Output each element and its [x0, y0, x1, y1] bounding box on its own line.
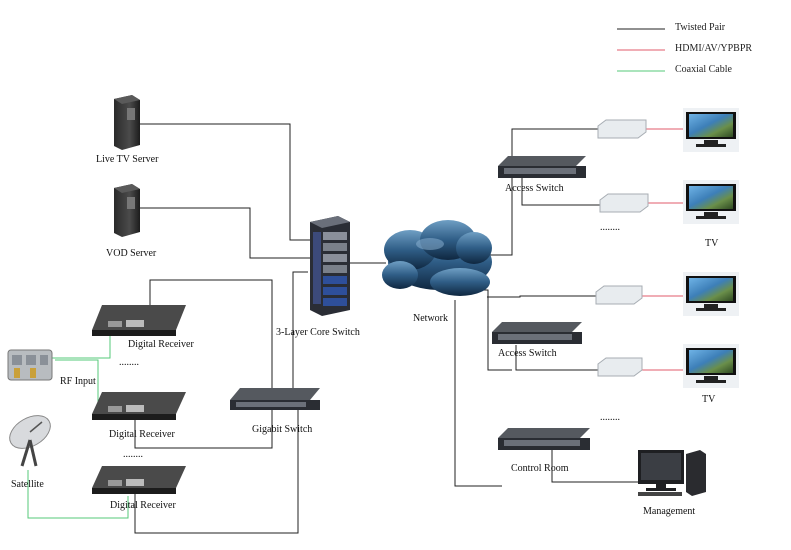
- core-switch-icon: [310, 216, 350, 316]
- management-label: Management: [643, 506, 696, 517]
- tv-4-icon: [683, 344, 739, 388]
- link-access2-to-ont4: [515, 345, 600, 371]
- network-cloud-icon: [382, 220, 492, 296]
- vod-server-label: VOD Server: [106, 248, 157, 259]
- tv-dots-1: ........: [600, 222, 620, 233]
- receiver-dots-2: ........: [123, 449, 143, 460]
- coaxial-links: [27, 336, 129, 519]
- set-top-box-3-icon: [595, 285, 643, 305]
- legend: [617, 28, 665, 72]
- digital-receiver-3-label: Digital Receiver: [110, 500, 176, 511]
- control-room-switch-icon: [498, 428, 590, 450]
- link-vod-to-core: [140, 207, 312, 259]
- receiver-dots-1: ........: [119, 357, 139, 368]
- coax-rf-to-receiver1: [50, 336, 111, 359]
- link-control-to-management: [551, 450, 640, 483]
- link-receiver1-to-core: [149, 279, 273, 449]
- access-switch-2-label: Access Switch: [498, 348, 557, 359]
- legend-twisted-pair-label: Twisted Pair: [675, 22, 726, 33]
- set-top-box-2-icon: [599, 193, 649, 213]
- set-top-box-4-icon: [597, 357, 643, 377]
- access-switch-2-icon: [492, 322, 582, 344]
- digital-receiver-2-label: Digital Receiver: [109, 429, 175, 440]
- link-access2-up: [487, 295, 596, 298]
- digital-receiver-1-label: Digital Receiver: [128, 339, 194, 350]
- live-tv-server-label: Live TV Server: [96, 154, 159, 165]
- set-top-box-1-icon: [597, 119, 647, 139]
- gigabit-switch-icon: [230, 388, 320, 410]
- link-network-to-control: [454, 300, 502, 487]
- link-receiver3-to-gigabit: [134, 410, 299, 534]
- link-network-to-access1: [486, 128, 598, 256]
- satellite-label: Satellite: [11, 479, 44, 490]
- digital-receiver-2-icon: [92, 392, 186, 420]
- tv-dots-2: ........: [600, 412, 620, 423]
- access-switch-1-icon: [498, 156, 586, 178]
- access-switch-1-label: Access Switch: [505, 183, 564, 194]
- tv-label-1: TV: [705, 238, 719, 249]
- tv-1-icon: [683, 108, 739, 152]
- network-label: Network: [413, 313, 448, 324]
- rf-input-label: RF Input: [60, 376, 96, 387]
- coax-rf-to-receiver2: [55, 359, 99, 420]
- live-tv-server-icon: [114, 95, 140, 150]
- core-switch-label: 3-Layer Core Switch: [276, 327, 360, 338]
- link-access1-to-ont2: [521, 178, 600, 206]
- vod-server-icon: [114, 184, 140, 237]
- digital-receiver-1-icon: [92, 305, 186, 336]
- tv-label-2: TV: [702, 394, 716, 405]
- gigabit-switch-label: Gigabit Switch: [252, 424, 313, 435]
- control-room-label: Control Room: [511, 463, 569, 474]
- management-pc-icon: [638, 450, 706, 496]
- tv-2-icon: [683, 180, 739, 224]
- tv-3-icon: [683, 272, 739, 316]
- hdmi-links: [642, 128, 684, 371]
- link-live-tv-to-core: [140, 123, 312, 241]
- coax-sat-to-receiver3: [27, 470, 129, 519]
- satellite-dish-icon: [9, 415, 51, 467]
- legend-coaxial-label: Coaxial Cable: [675, 64, 732, 75]
- link-core-to-gigabit: [292, 271, 308, 390]
- legend-hdmi-label: HDMI/AV/YPBPR: [675, 43, 753, 54]
- digital-receiver-3-icon: [92, 466, 186, 494]
- rf-input-icon: [7, 349, 53, 381]
- link-receiver2-to-gigabit: [134, 410, 232, 449]
